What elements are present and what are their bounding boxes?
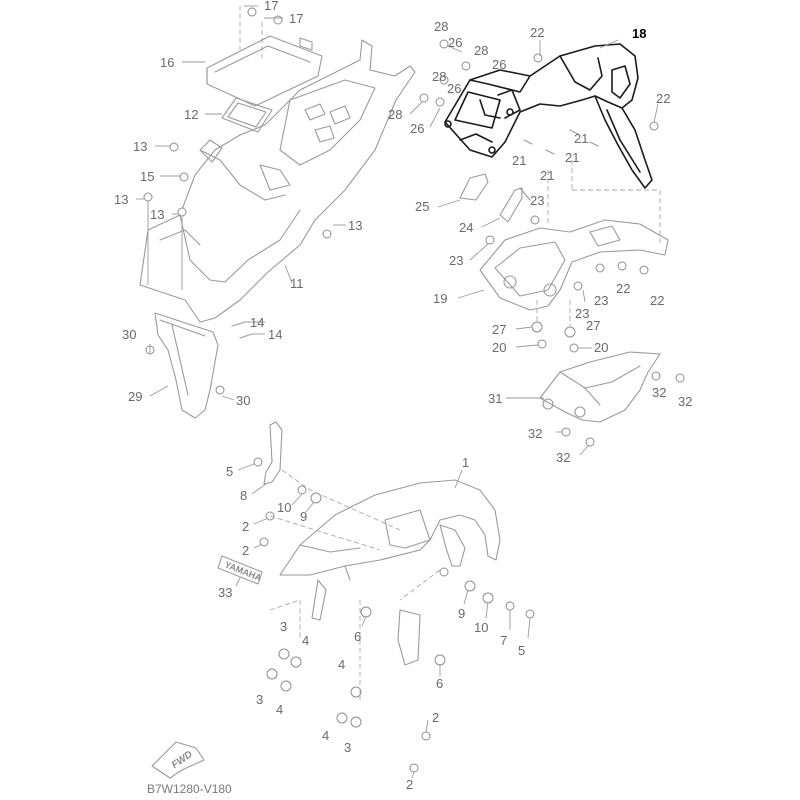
callout-22[interactable]: 22 xyxy=(530,25,544,40)
callout-30[interactable]: 30 xyxy=(122,327,136,342)
callout-21[interactable]: 21 xyxy=(540,168,554,183)
callout-31[interactable]: 31 xyxy=(488,391,502,406)
callout-28[interactable]: 28 xyxy=(388,107,402,122)
leaders-right xyxy=(409,39,661,456)
callout-13[interactable]: 13 xyxy=(133,139,147,154)
fasteners-left xyxy=(143,7,332,395)
callout-32[interactable]: 32 xyxy=(556,450,570,465)
callout-29[interactable]: 29 xyxy=(128,389,142,404)
leaders-left xyxy=(136,5,346,401)
callout-21[interactable]: 21 xyxy=(565,150,579,165)
callout-4[interactable]: 4 xyxy=(338,657,345,672)
rear-flap-part[interactable] xyxy=(154,312,219,419)
callout-21[interactable]: 21 xyxy=(512,153,526,168)
callout-14[interactable]: 14 xyxy=(250,315,264,330)
callout-22[interactable]: 22 xyxy=(656,91,670,106)
callout-8[interactable]: 8 xyxy=(240,488,247,503)
callout-18[interactable]: 18 xyxy=(632,26,646,41)
fwd-arrow-icon: FWD xyxy=(151,741,205,779)
callout-9[interactable]: 9 xyxy=(300,509,307,524)
callout-4[interactable]: 4 xyxy=(302,633,309,648)
callout-28[interactable]: 28 xyxy=(434,19,448,34)
callout-23[interactable]: 23 xyxy=(449,253,463,268)
callout-20[interactable]: 20 xyxy=(492,340,506,355)
callout-3[interactable]: 3 xyxy=(280,619,287,634)
callout-2[interactable]: 2 xyxy=(406,777,413,792)
callout-17[interactable]: 17 xyxy=(289,11,303,26)
rear-inner-fender-part[interactable] xyxy=(139,39,416,323)
callout-11[interactable]: 11 xyxy=(290,276,304,291)
callout-24[interactable]: 24 xyxy=(459,220,473,235)
callout-26[interactable]: 26 xyxy=(448,35,462,50)
callouts: 18 17 17 16 12 13 13 13 13 15 11 14 14 3… xyxy=(114,0,692,792)
callout-19[interactable]: 19 xyxy=(433,291,447,306)
callout-23[interactable]: 23 xyxy=(530,193,544,208)
fasteners-front xyxy=(253,457,535,773)
callout-33[interactable]: 33 xyxy=(218,585,232,600)
callout-28[interactable]: 28 xyxy=(432,69,446,84)
callout-6[interactable]: 6 xyxy=(354,629,361,644)
callout-16[interactable]: 16 xyxy=(160,55,174,70)
fwd-label: FWD xyxy=(170,749,195,771)
callout-12[interactable]: 12 xyxy=(184,107,198,122)
callout-25[interactable]: 25 xyxy=(415,199,429,214)
cushion-pad-part[interactable] xyxy=(221,97,273,133)
callout-13[interactable]: 13 xyxy=(348,218,362,233)
callout-9[interactable]: 9 xyxy=(458,606,465,621)
tail-stay-19-part[interactable] xyxy=(479,219,669,311)
stay-brackets-24-25-part[interactable] xyxy=(459,173,531,223)
battery-cover-part[interactable] xyxy=(206,35,323,107)
callout-5[interactable]: 5 xyxy=(518,643,525,658)
callout-3[interactable]: 3 xyxy=(256,692,263,707)
callout-6[interactable]: 6 xyxy=(436,676,443,691)
callout-32[interactable]: 32 xyxy=(652,385,666,400)
license-bracket-18-part[interactable] xyxy=(444,43,653,189)
callout-10[interactable]: 10 xyxy=(277,500,291,515)
callout-7[interactable]: 7 xyxy=(500,633,507,648)
callout-13[interactable]: 13 xyxy=(150,207,164,222)
callout-22[interactable]: 22 xyxy=(616,281,630,296)
callout-26[interactable]: 26 xyxy=(492,57,506,72)
front-fender-part[interactable] xyxy=(279,479,501,666)
callout-2[interactable]: 2 xyxy=(242,543,249,558)
tail-cover-31-part[interactable] xyxy=(539,351,661,423)
callout-26[interactable]: 26 xyxy=(410,121,424,136)
callout-13[interactable]: 13 xyxy=(114,192,128,207)
callout-23[interactable]: 23 xyxy=(575,306,589,321)
callout-23[interactable]: 23 xyxy=(594,293,608,308)
callout-5[interactable]: 5 xyxy=(226,464,233,479)
callout-32[interactable]: 32 xyxy=(528,426,542,441)
callout-26[interactable]: 26 xyxy=(447,81,461,96)
callout-4[interactable]: 4 xyxy=(276,702,283,717)
callout-2[interactable]: 2 xyxy=(432,710,439,725)
fender-stay-8-part[interactable] xyxy=(263,421,283,485)
callout-17[interactable]: 17 xyxy=(264,0,278,13)
fasteners-right xyxy=(419,39,685,447)
callout-10[interactable]: 10 xyxy=(474,620,488,635)
callout-1[interactable]: 1 xyxy=(462,455,469,470)
callout-15[interactable]: 15 xyxy=(140,169,154,184)
callout-2[interactable]: 2 xyxy=(242,519,249,534)
callout-14[interactable]: 14 xyxy=(268,327,282,342)
callout-21[interactable]: 21 xyxy=(574,131,588,146)
drawing-code: B7W1280-V180 xyxy=(147,782,232,796)
callout-27[interactable]: 27 xyxy=(586,318,600,333)
emblem-brand-text: YAMAHA xyxy=(223,559,263,583)
callout-22[interactable]: 22 xyxy=(650,293,664,308)
callout-3[interactable]: 3 xyxy=(344,740,351,755)
yamaha-emblem-33: YAMAHA xyxy=(217,555,263,585)
callout-30[interactable]: 30 xyxy=(236,393,250,408)
callout-28[interactable]: 28 xyxy=(474,43,488,58)
leaders-front xyxy=(235,463,531,779)
callout-32[interactable]: 32 xyxy=(678,394,692,409)
callout-20[interactable]: 20 xyxy=(594,340,608,355)
callout-4[interactable]: 4 xyxy=(322,728,329,743)
callout-27[interactable]: 27 xyxy=(492,322,506,337)
